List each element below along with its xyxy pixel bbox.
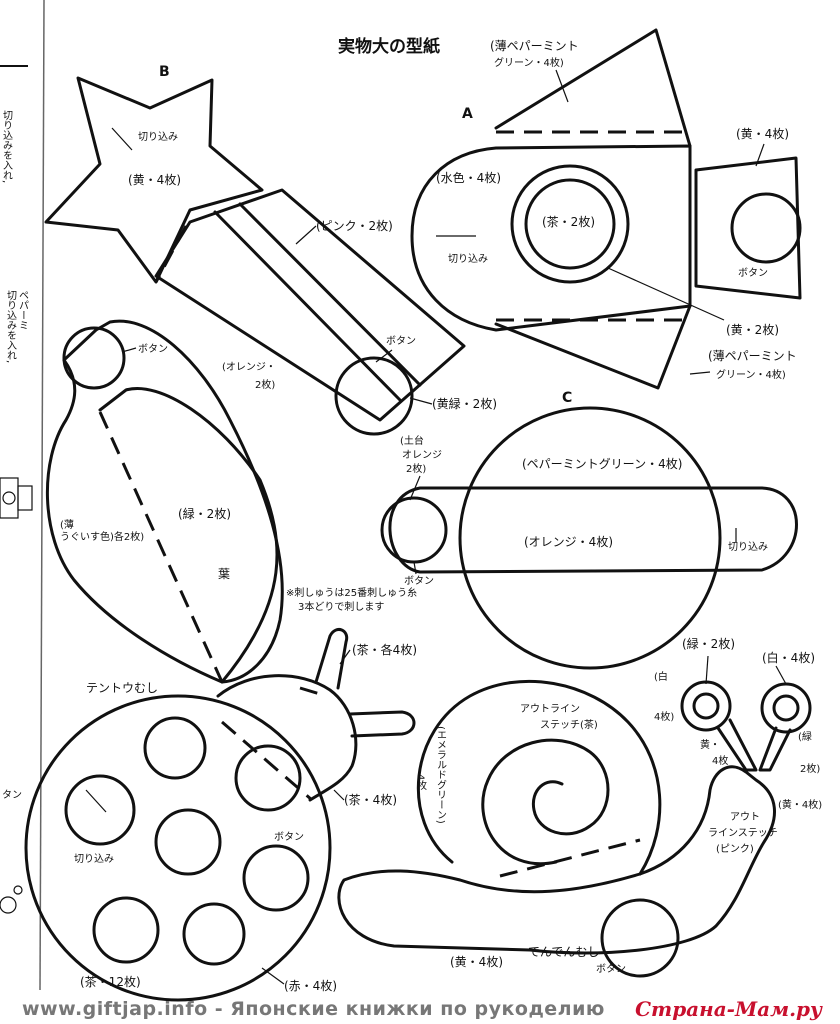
rocket-ring-count: (黄・2枚) xyxy=(726,322,779,337)
leaf-button: ボタン xyxy=(138,343,168,355)
tail-button-label: ボタン xyxy=(386,335,416,347)
rocket-topfin-1: (薄ペパーミント xyxy=(490,38,579,53)
snail-eye-white-left-1: (白 xyxy=(654,670,668,683)
star-pattern: 切り込み (黄・4枚) xyxy=(44,76,264,284)
ladybug-kirikomi: 切り込み xyxy=(74,853,114,865)
planet-base-1: (土台 xyxy=(400,434,424,447)
margin-left-text: 切り込みを入れ, 切り込みを入れ, ペパーミ xyxy=(1,110,29,363)
snail-eye-white: (白・4枚) xyxy=(762,650,815,665)
tail-yellowgreen: (黄緑・2枚) xyxy=(432,396,497,411)
snail-outline-2: ステッチ(茶) xyxy=(540,718,598,731)
planet-kirikomi: 切り込み xyxy=(728,541,768,553)
planet-note-1: ※刺しゅうは25番刺しゅう糸 xyxy=(286,587,417,599)
section-label-c: C xyxy=(562,390,572,406)
snail-stitch-1: アウト xyxy=(730,811,760,823)
planet-base-3: 2枚) xyxy=(406,462,426,475)
tail-orange-label: (オレンジ・ xyxy=(222,361,276,373)
rocket-nozzle xyxy=(694,156,802,300)
rocket-nozzle-count: (黄・4枚) xyxy=(736,126,789,141)
planet-ring-count: (オレンジ・4枚) xyxy=(524,534,613,549)
ladybug-spots: (茶・12枚) xyxy=(80,974,141,989)
planet-button: ボタン xyxy=(404,575,434,587)
snail-pattern: アウトライン ステッチ(茶) (エメラルドグリーン) 4枚 (緑・2枚) (白・… xyxy=(337,636,822,978)
ladybug-body: (赤・4枚) xyxy=(284,978,337,993)
snail-right-green-1: (緑 xyxy=(798,730,812,743)
leaf-count: (緑・2枚) xyxy=(178,506,231,521)
margin-text-1: 切り込みを入れ, xyxy=(1,110,13,183)
footer: www.giftjap.info - Японские книжки по ру… xyxy=(0,993,840,1024)
rocket-body-count: (水色・4枚) xyxy=(436,170,501,185)
snail-button: ボタン xyxy=(596,963,626,975)
snail-outline-1: アウトライン xyxy=(520,703,580,715)
ladybug-head: (茶・4枚) xyxy=(344,792,397,807)
star-count: (黄・4枚) xyxy=(128,172,181,187)
star-kirikomi-line xyxy=(111,127,133,151)
margin-mini-rocket xyxy=(0,477,33,519)
snail-stalk-1: 黄・ xyxy=(700,738,720,751)
planet-base-2: オレンジ xyxy=(402,449,442,461)
snail-body-count: (黄・4枚) xyxy=(450,954,503,969)
snail-stitch-2: ラインステッチ xyxy=(708,827,778,839)
ladybug-name: テントウむし xyxy=(86,681,158,695)
margin-mini-snail xyxy=(0,885,23,914)
snail-eye-green: (緑・2枚) xyxy=(682,636,735,651)
leaf-side-2: うぐいす色)各2枚) xyxy=(60,530,144,543)
star-kirikomi: 切り込み xyxy=(138,131,178,143)
snail-shell-side-1: (エメラルドグリーン) xyxy=(435,726,447,824)
tail-count: (ピンク・2枚) xyxy=(316,218,393,233)
snail-right-green-2: 2枚) xyxy=(800,762,820,775)
tail-orange-count: 2枚) xyxy=(255,378,275,391)
footer-watermark-left: www.giftjap.info - Японские книжки по ру… xyxy=(22,997,605,1020)
planet-body-count: (ペパーミントグリーン・4枚) xyxy=(522,456,682,471)
margin-text-2: 切り込みを入れ, xyxy=(5,290,17,363)
margin-bottom-text: タン xyxy=(2,789,22,801)
snail-right-yellow: (黄・4枚) xyxy=(778,798,822,811)
section-label-a: A xyxy=(462,106,473,122)
leaf-side-1: (薄 xyxy=(60,518,74,531)
ladybug-antenna: (茶・各4枚) xyxy=(352,642,417,657)
rocket-bottomfin-2: グリーン・4枚) xyxy=(716,368,786,381)
page-spine-line xyxy=(39,0,45,991)
rocket-bottomfin-1: (薄ペパーミント xyxy=(708,348,797,363)
snail-stitch-3: (ピンク) xyxy=(716,843,754,855)
tail-button-circle xyxy=(334,356,414,436)
rocket-window-count: (茶・2枚) xyxy=(542,214,595,229)
section-label-b: B xyxy=(159,64,170,80)
planet-note-2: 3本どりで刺します xyxy=(298,600,384,613)
ladybug-button: ボタン xyxy=(274,831,304,843)
snail-name: でんでんむし xyxy=(528,945,599,959)
rocket-kirikomi: 切り込み xyxy=(448,253,488,265)
leaf-pattern: ボタン (緑・2枚) (薄 うぐいす色)各2枚) 葉 xyxy=(46,319,284,684)
ladybug-pattern: 切り込み (茶・各4枚) (茶・4枚) ボタン (茶・12枚) (赤・4枚) xyxy=(24,627,417,1002)
snail-eye-white-left-2: 4枚) xyxy=(654,710,674,723)
planet-pattern: 切り込み (ペパーミントグリーン・4枚) (オレンジ・4枚) (土台 オレンジ … xyxy=(286,406,798,670)
page-title: 実物大の型紙 xyxy=(338,36,440,57)
margin-text-3: ペパーミ xyxy=(17,290,29,330)
rocket-button: ボタン xyxy=(738,267,768,279)
leaf-name: 葉 xyxy=(218,567,230,581)
rocket-topfin-2: グリーン・4枚) xyxy=(494,56,564,69)
snail-stalk-2: 4枚 xyxy=(712,754,728,767)
star-tail-pattern: (ピンク・2枚) (オレンジ・ 2枚) ボタン (黄緑・2枚) xyxy=(154,188,497,436)
footer-watermark-right: Страна-Мам.ру xyxy=(635,996,822,1021)
snail-shell-side-2: 4枚 xyxy=(415,774,427,791)
rocket-pattern: 切り込み (水色・4枚) (茶・2枚) (薄ペパーミント グリーン・4枚) (黄… xyxy=(410,28,802,390)
